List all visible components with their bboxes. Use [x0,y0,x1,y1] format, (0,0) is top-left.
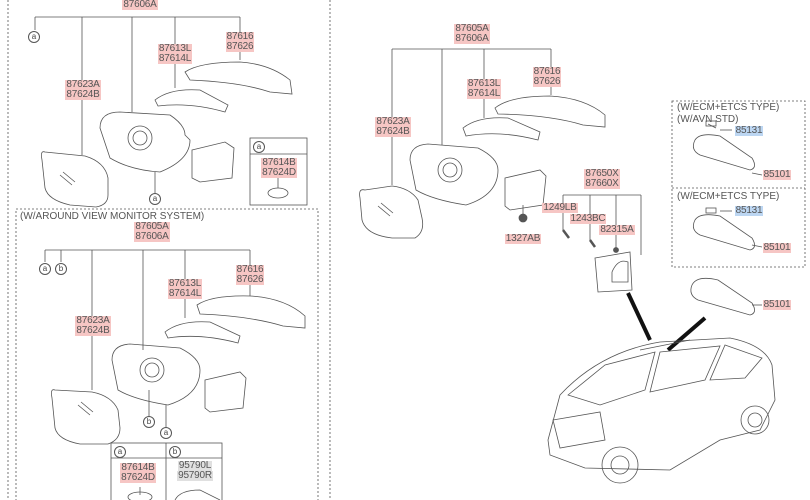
inset-ref-circle: a [253,141,265,153]
panel-border-avm [15,208,319,500]
part-label-85101[interactable]: 85101 [762,299,792,310]
ref-circle-b: b [55,263,67,275]
inset-b-ref-circle: b [169,446,181,458]
part-label-85101[interactable]: 85101 [762,169,792,180]
part-label-85131[interactable]: 85131 [734,125,764,136]
part-label-85101[interactable]: 85101 [762,242,792,253]
room-mirror-box1-title-1: (W/ECM+ETCS TYPE) [677,102,780,113]
room-mirror-box1-title-2: (W/AVN STD) [677,114,739,125]
avm-panel-title: (W/AROUND VIEW MONITOR SYSTEM) [20,211,205,222]
room-mirror-box [671,100,806,268]
ref-circle-a: a [28,31,40,43]
part-label-screw-1243bc[interactable]: 1243BC [569,213,607,224]
ref-circle-a: a [160,427,172,439]
part-label-85131[interactable]: 85131 [734,205,764,216]
part-label-assembly[interactable]: 87606A [122,0,158,10]
car-illustration [547,337,776,484]
panel-border-left [7,0,331,500]
mirror-glass-shape [41,151,109,208]
ref-circle-a: a [39,263,51,275]
ref-circle-a: a [149,193,161,205]
part-label-screw-1249lb[interactable]: 1249LB [542,202,578,213]
part-label-clip[interactable]: 82315A [599,224,635,235]
room-mirror-box2-title: (W/ECM+ETCS TYPE) [677,191,780,202]
ref-circle-b: b [143,416,155,428]
part-label-nut[interactable]: 1327AB [504,233,542,244]
inset-a-ref-circle: a [114,446,126,458]
